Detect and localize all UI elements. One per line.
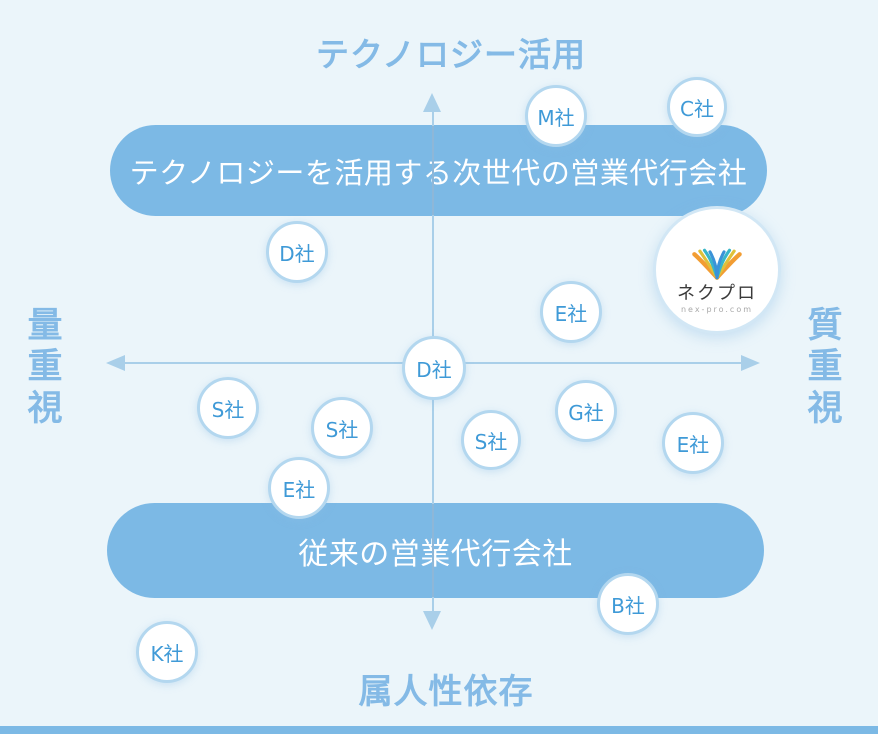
- band-traditional-label: 従来の営業代行会社: [298, 536, 573, 572]
- company-label: G社: [568, 400, 604, 425]
- nexpro-brand-text: ネクプロ: [677, 282, 757, 304]
- company-label: M社: [537, 105, 575, 130]
- nexpro-logo-mark-icon: [692, 248, 742, 280]
- arrow-up-icon: [423, 93, 441, 112]
- band-traditional: 従来の営業代行会社: [107, 503, 764, 598]
- company-bubble: E社: [662, 412, 724, 474]
- company-bubble: D社: [402, 336, 466, 400]
- axis-label-bottom: 属人性依存: [358, 672, 534, 712]
- axis-label-right: 質重視: [807, 306, 843, 429]
- bottom-accent-bar: [0, 726, 878, 734]
- axis-vertical-line-over-band: [431, 504, 434, 597]
- company-label: B社: [611, 593, 645, 618]
- company-label: S社: [325, 417, 359, 442]
- company-bubble: S社: [461, 410, 521, 470]
- company-bubble: E社: [268, 457, 330, 519]
- company-label: K社: [150, 641, 184, 666]
- company-label: S社: [474, 429, 508, 454]
- company-bubble: M社: [525, 85, 587, 147]
- axis-vertical-line-over-band: [431, 126, 434, 215]
- company-label: D社: [279, 241, 315, 266]
- axis-label-left: 量重視: [27, 306, 63, 429]
- company-bubble: E社: [540, 281, 602, 343]
- company-label: E社: [676, 432, 710, 457]
- company-bubble: S社: [197, 377, 259, 439]
- company-label: E社: [554, 301, 588, 326]
- nexpro-logo-bubble: ネクプロ nex-pro.com: [653, 206, 781, 334]
- band-next-gen: テクノロジーを活用する次世代の営業代行会社: [110, 125, 767, 216]
- company-bubble: B社: [597, 573, 659, 635]
- company-bubble: S社: [311, 397, 373, 459]
- company-label: D社: [416, 357, 452, 382]
- arrow-left-icon: [106, 355, 125, 371]
- nexpro-domain-text: nex-pro.com: [680, 305, 754, 315]
- company-label: C社: [680, 96, 714, 121]
- company-bubble: G社: [555, 380, 617, 442]
- arrow-down-icon: [423, 611, 441, 630]
- axis-label-top: テクノロジー活用: [315, 35, 587, 74]
- company-bubble: C社: [667, 77, 727, 137]
- company-bubble: D社: [266, 221, 328, 283]
- arrow-right-icon: [741, 355, 760, 371]
- company-label: S社: [211, 397, 245, 422]
- company-bubble: K社: [136, 621, 198, 683]
- company-label: E社: [282, 477, 316, 502]
- band-next-gen-label: テクノロジーを活用する次世代の営業代行会社: [129, 155, 748, 190]
